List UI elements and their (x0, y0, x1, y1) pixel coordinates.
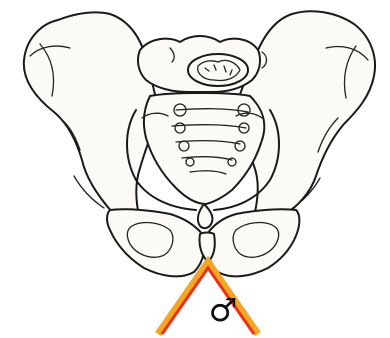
lumbar-vertebra (138, 36, 267, 92)
sacrum (144, 93, 264, 204)
coccyx (198, 204, 213, 228)
left-ilium (24, 12, 160, 222)
right-pubis (206, 209, 299, 276)
left-pubis (107, 209, 205, 276)
male-sign-icon: ♂ (203, 290, 243, 330)
